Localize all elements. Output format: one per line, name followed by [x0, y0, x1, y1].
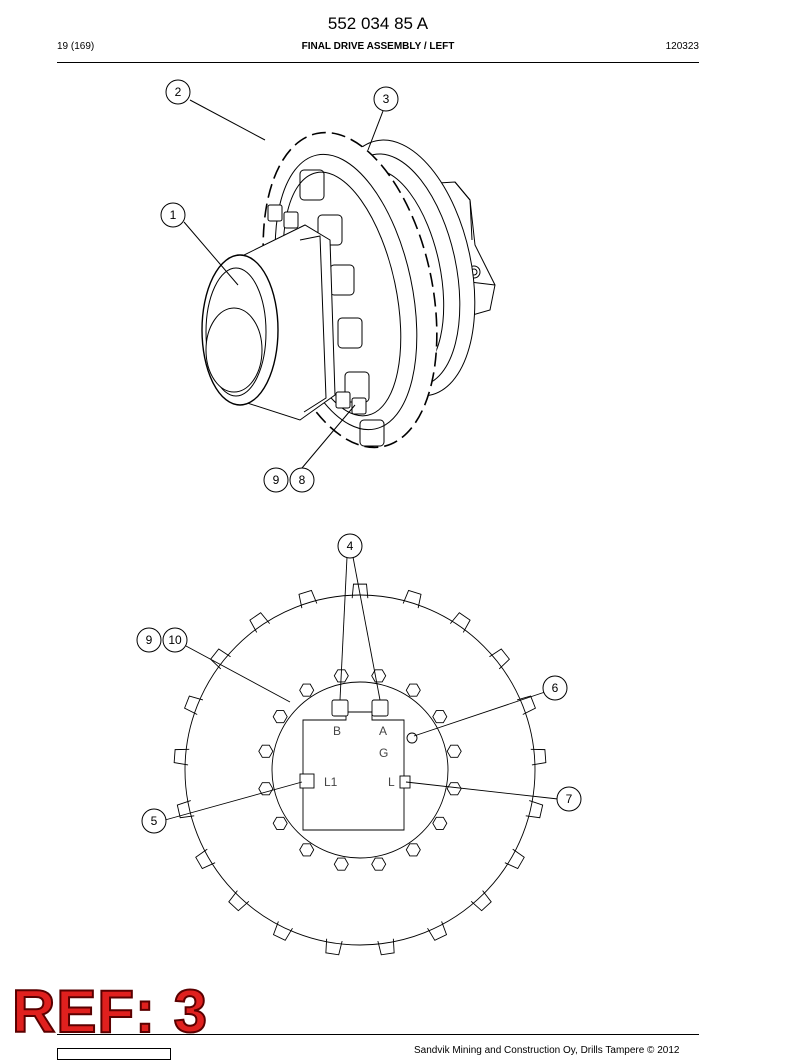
callout-1: 1: [160, 202, 186, 228]
bolt-hex-head: [405, 843, 421, 857]
callout-10: 10: [162, 627, 188, 653]
bolt-hex-head: [333, 857, 349, 871]
sprocket-tooth: [195, 848, 216, 870]
sprocket-tooth: [377, 938, 395, 956]
valve-block: [302, 711, 405, 831]
sprocket-tooth: [298, 589, 318, 609]
bolt-hex-head: [371, 669, 387, 683]
bolt-hex-head: [446, 782, 462, 796]
bolt-hex-head: [446, 744, 462, 758]
port-label-l: L: [388, 775, 395, 789]
bolt-hex-head: [299, 843, 315, 857]
page-title: FINAL DRIVE ASSEMBLY / LEFT: [301, 41, 455, 52]
footer-rule: [57, 1034, 699, 1035]
port-label-l1: L1: [324, 775, 338, 789]
sprocket-tooth: [402, 589, 422, 609]
callout-4: 4: [337, 533, 363, 559]
svg-text:10: 10: [168, 633, 182, 647]
svg-text:9: 9: [273, 473, 280, 487]
bolt-circle: [258, 669, 462, 871]
sprocket-tooth: [325, 938, 343, 956]
sprocket-tooth: [249, 612, 271, 633]
sprocket-tooth: [272, 921, 293, 941]
isometric-final-drive: [183, 99, 496, 469]
copyright-footer: Sandvik Mining and Construction Oy, Dril…: [414, 1045, 680, 1056]
bolt-hex-head: [272, 816, 288, 830]
sprocket-tooth: [427, 921, 448, 941]
sprocket-tooth: [210, 648, 231, 670]
leader-line-8: [301, 404, 356, 469]
sprocket-tooth: [530, 748, 547, 766]
port-fitting-b: [331, 699, 349, 717]
bolt-hex-head: [371, 857, 387, 871]
sprocket-tooth: [449, 612, 471, 633]
logo-box: [57, 1048, 171, 1060]
sprocket-teeth: [173, 583, 547, 956]
callout-5: 5: [141, 808, 167, 834]
document-number: 552 034 85 A: [327, 14, 429, 33]
callout-9-top: 9: [263, 467, 289, 493]
callout-3: 3: [373, 86, 399, 112]
svg-text:4: 4: [347, 539, 354, 553]
svg-text:7: 7: [566, 792, 573, 806]
sprocket-tooth: [173, 748, 190, 766]
callout-8: 8: [289, 467, 315, 493]
sprocket-tooth: [525, 800, 544, 819]
front-view-drawing: [164, 556, 559, 956]
leader-line-3: [367, 110, 384, 151]
leader-line-4a: [339, 556, 348, 701]
sprocket-tooth: [504, 848, 525, 870]
bolt-hex-head: [405, 683, 421, 697]
callout-9-bottom: 9: [136, 627, 162, 653]
svg-text:2: 2: [175, 85, 182, 99]
leader-line-1: [183, 221, 239, 286]
svg-text:5: 5: [151, 814, 158, 828]
port-fitting-a: [371, 699, 389, 717]
svg-text:1: 1: [170, 208, 177, 222]
header-rule: [57, 62, 699, 63]
leader-line-5: [164, 781, 303, 821]
port-plug-l1: [299, 773, 315, 789]
bolt-hex-head: [258, 744, 274, 758]
bolt-hex-head: [299, 683, 315, 697]
callout-7: 7: [556, 786, 582, 812]
port-label-b: B: [333, 724, 341, 738]
leader-line-6: [413, 691, 546, 737]
hub-drum-drawing: [201, 204, 367, 421]
leader-line-4b: [352, 556, 381, 701]
hub-front-circle: [271, 681, 449, 859]
bolt-hex-head: [258, 782, 274, 796]
sprocket-tooth: [184, 695, 204, 715]
sprocket-tooth: [470, 890, 492, 912]
port-label-g: G: [379, 746, 388, 760]
bolt-hex-head: [432, 710, 448, 724]
ref-stamp: REF: 3: [11, 978, 209, 1045]
sprocket-tooth: [351, 583, 369, 599]
callout-2: 2: [165, 79, 191, 105]
callout-6: 6: [542, 675, 568, 701]
svg-text:3: 3: [383, 92, 390, 106]
bolt-hex-head: [272, 710, 288, 724]
svg-text:6: 6: [552, 681, 559, 695]
svg-text:8: 8: [299, 473, 306, 487]
sprocket-tooth: [176, 800, 195, 819]
svg-text:9: 9: [146, 633, 153, 647]
leader-line-7: [405, 781, 559, 800]
bolt-hex-head: [432, 816, 448, 830]
sprocket-tooth: [489, 648, 510, 670]
document-code: 120323: [665, 41, 699, 52]
leader-line-2: [189, 99, 266, 141]
sprocket-tooth: [228, 890, 250, 912]
port-label-a: A: [379, 724, 387, 738]
leader-line-10: [185, 645, 291, 703]
page-number: 19 (169): [57, 41, 95, 52]
port-plug-g: [406, 732, 418, 744]
sprocket-tooth: [516, 695, 536, 715]
